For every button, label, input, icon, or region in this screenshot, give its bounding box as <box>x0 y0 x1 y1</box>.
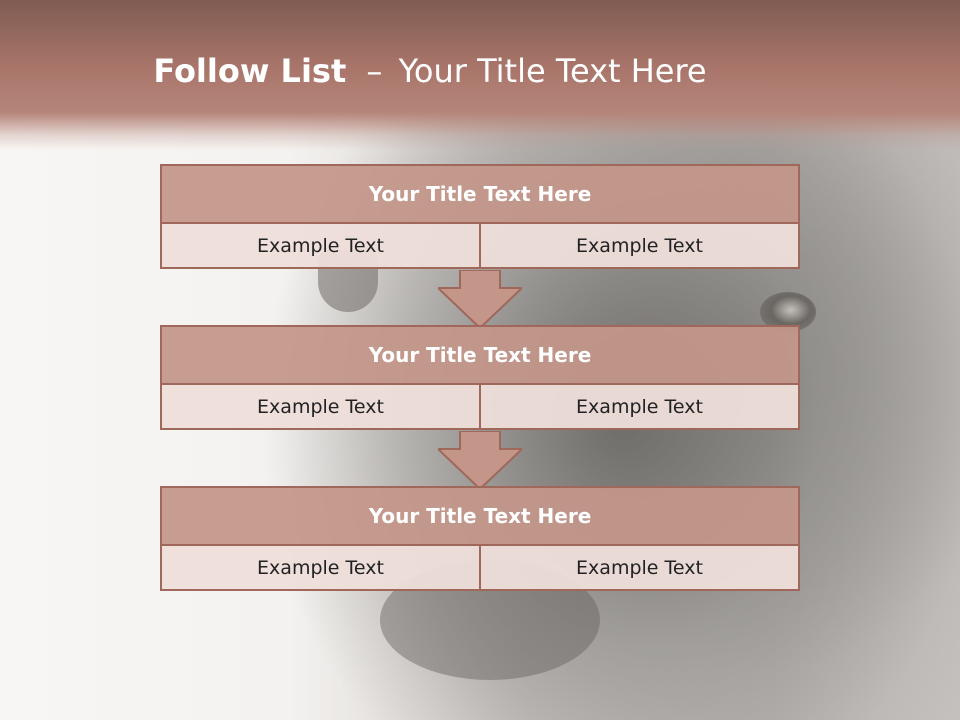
block-3-right-cell[interactable]: Example Text <box>479 546 798 589</box>
block-1-left-cell[interactable]: Example Text <box>162 224 479 267</box>
header-band <box>0 0 960 150</box>
title-separator: – <box>366 52 383 90</box>
down-arrow-2 <box>438 431 522 489</box>
title-rest-part: Your Title Text Here <box>398 52 707 90</box>
down-arrow-1 <box>438 270 522 328</box>
block-2-right-cell[interactable]: Example Text <box>479 385 798 428</box>
block-title-1[interactable]: Your Title Text Here <box>162 166 798 222</box>
block-row-2: Example Text Example Text <box>162 383 798 428</box>
block-2-left-cell[interactable]: Example Text <box>162 385 479 428</box>
block-row-1: Example Text Example Text <box>162 222 798 267</box>
block-title-2[interactable]: Your Title Text Here <box>162 327 798 383</box>
block-1-right-cell[interactable]: Example Text <box>479 224 798 267</box>
slide-title[interactable]: Follow List – Your Title Text Here <box>0 52 960 90</box>
block-row-3: Example Text Example Text <box>162 544 798 589</box>
list-block-3: Your Title Text Here Example Text Exampl… <box>160 486 800 591</box>
block-3-left-cell[interactable]: Example Text <box>162 546 479 589</box>
title-bold-part: Follow List <box>153 52 347 90</box>
block-title-3[interactable]: Your Title Text Here <box>162 488 798 544</box>
list-block-2: Your Title Text Here Example Text Exampl… <box>160 325 800 430</box>
list-block-1: Your Title Text Here Example Text Exampl… <box>160 164 800 269</box>
